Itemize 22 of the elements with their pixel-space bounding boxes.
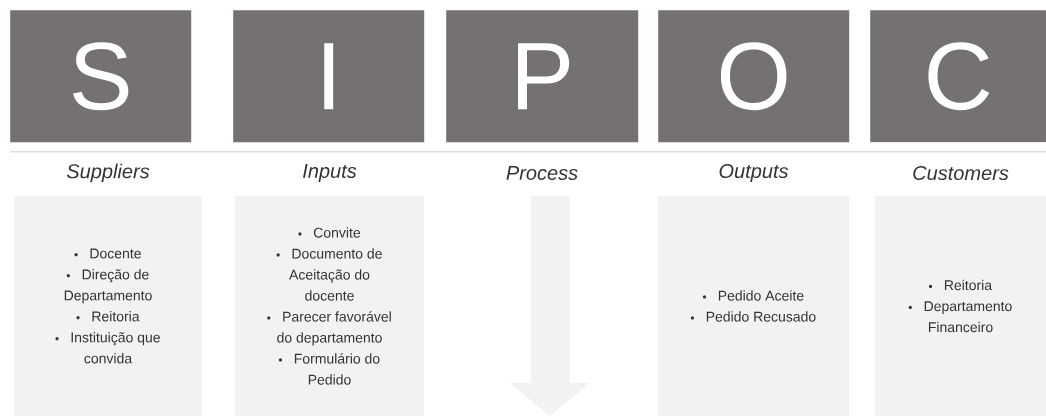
list-item: Pedido Aceite [702, 290, 804, 301]
column-heading: Process [506, 166, 578, 180]
column-heading: Inputs [303, 164, 357, 182]
column-heading: Outputs [719, 163, 789, 183]
letter-box: I [233, 10, 425, 143]
list-item: Documento de Aceitação do docente [276, 248, 382, 301]
letter-box: P [446, 10, 639, 143]
column-heading: Customers [913, 165, 1009, 181]
list-item: Pedido Recusado [690, 311, 816, 322]
letter-box: S [10, 10, 192, 143]
list-item: Convite [298, 227, 361, 238]
list-item: Reitoria [76, 311, 140, 322]
list-item: Formulário do Pedido [278, 353, 380, 385]
list-item: Docente [74, 248, 141, 259]
list-item: Parecer favorável do departamento [267, 311, 391, 346]
letter-box: C [870, 10, 1046, 143]
list-item: Departamento Financeiro [908, 301, 1012, 333]
letter-box: O [658, 10, 850, 143]
column-heading: Suppliers [66, 163, 150, 183]
list-item: Direção de Departamento [64, 269, 152, 304]
list-item: Instituição que convida [55, 332, 160, 364]
list-item: Reitoria [928, 279, 993, 291]
